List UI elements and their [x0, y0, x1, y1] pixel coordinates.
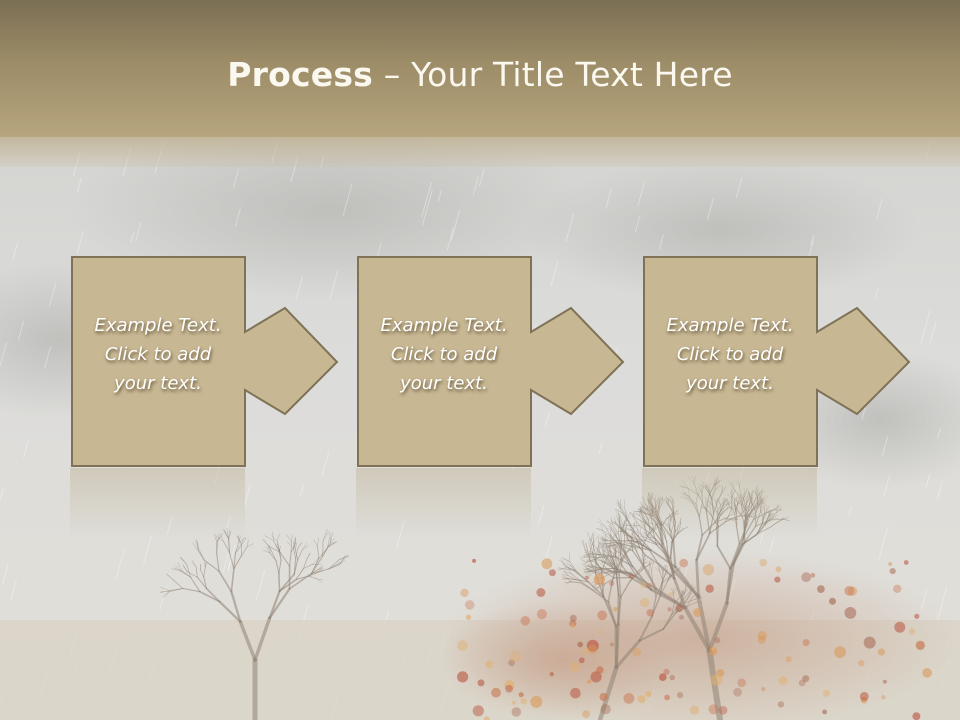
title-bold: Process: [227, 55, 374, 94]
slide-title[interactable]: Process – Your Title Text Here: [0, 52, 960, 98]
step-text[interactable]: Example Text. Click to add your text.: [666, 315, 794, 394]
process-step-3[interactable]: Example Text. Click to add your text.: [643, 256, 911, 467]
step-text[interactable]: Example Text. Click to add your text.: [380, 315, 508, 394]
process-step-2[interactable]: Example Text. Click to add your text.: [357, 256, 625, 467]
step-2-reflection: [356, 468, 531, 538]
arrow-box-shape: [71, 256, 339, 467]
title-bar: [0, 0, 960, 137]
title-rest: – Your Title Text Here: [373, 55, 733, 94]
process-step-1[interactable]: Example Text. Click to add your text.: [71, 256, 339, 467]
arrow-box-shape: [643, 256, 911, 467]
step-1-reflection: [70, 468, 245, 538]
step-text[interactable]: Example Text. Click to add your text.: [94, 315, 222, 394]
step-3-reflection: [642, 468, 817, 538]
arrow-box-shape: [357, 256, 625, 467]
title-band: [0, 137, 960, 167]
